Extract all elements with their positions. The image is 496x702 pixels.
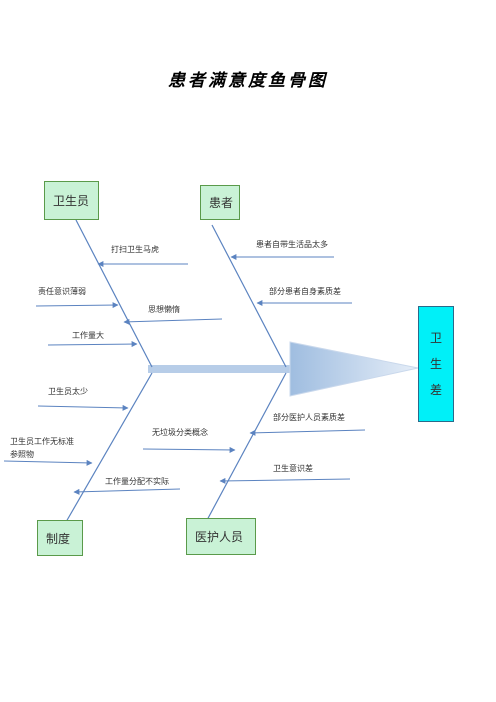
cause-responsibility: 责任意识薄弱 [38, 287, 86, 296]
cause-hygiene-awareness: 卫生意识差 [273, 464, 313, 473]
arrow-medical-quality [249, 429, 366, 436]
category-patient-label: 患者 [209, 196, 234, 210]
arrow-too-few [37, 404, 129, 411]
arrow-workload [47, 341, 138, 348]
arrow-no-standard [3, 459, 93, 466]
category-system: 制度 [37, 520, 83, 556]
cause-no-standard-line2: 参照物 [10, 450, 34, 459]
arrow-no-sorting [142, 446, 236, 453]
arrow-lazy [123, 318, 223, 325]
spine-body [148, 365, 292, 373]
bone-patient [211, 224, 287, 368]
arrow-workload-alloc [73, 488, 181, 495]
effect-char-1: 卫 [429, 331, 442, 345]
bone-system [65, 372, 153, 523]
category-staff-label: 卫生员 [53, 194, 90, 208]
spine-arrowhead [289, 341, 419, 397]
category-staff: 卫生员 [44, 181, 99, 220]
bone-medical [205, 372, 287, 523]
arrow-hygiene-awareness [219, 477, 351, 484]
cause-no-standard-line1: 卫生员工作无标准 [10, 437, 74, 446]
cause-too-few: 卫生员太少 [48, 387, 88, 396]
cause-lazy: 思想懒惰 [148, 305, 180, 314]
arrow-responsibility [35, 302, 119, 309]
category-system-label: 制度 [46, 531, 71, 546]
effect-char-2: 生 [429, 357, 442, 371]
bone-staff [75, 219, 153, 368]
diagram-title: 患者满意度鱼骨图 [168, 71, 328, 91]
cause-no-sorting: 无垃圾分类概念 [152, 428, 208, 437]
effect-char-3: 差 [429, 383, 442, 397]
category-medical: 医护人员 [186, 518, 256, 555]
cause-workload-alloc: 工作量分配不实际 [105, 477, 169, 486]
category-medical-label: 医护人员 [195, 530, 244, 544]
effect-box: 卫 生 差 [418, 306, 454, 422]
category-patient: 患者 [200, 185, 240, 220]
cause-workload: 工作量大 [72, 331, 104, 340]
cause-patient-items: 患者自带生活品太多 [256, 240, 328, 249]
cause-clean-toilet: 打扫卫生马虎 [111, 245, 159, 254]
cause-medical-quality: 部分医护人员素质差 [273, 413, 345, 422]
cause-patient-quality: 部分患者自身素质差 [269, 287, 341, 296]
